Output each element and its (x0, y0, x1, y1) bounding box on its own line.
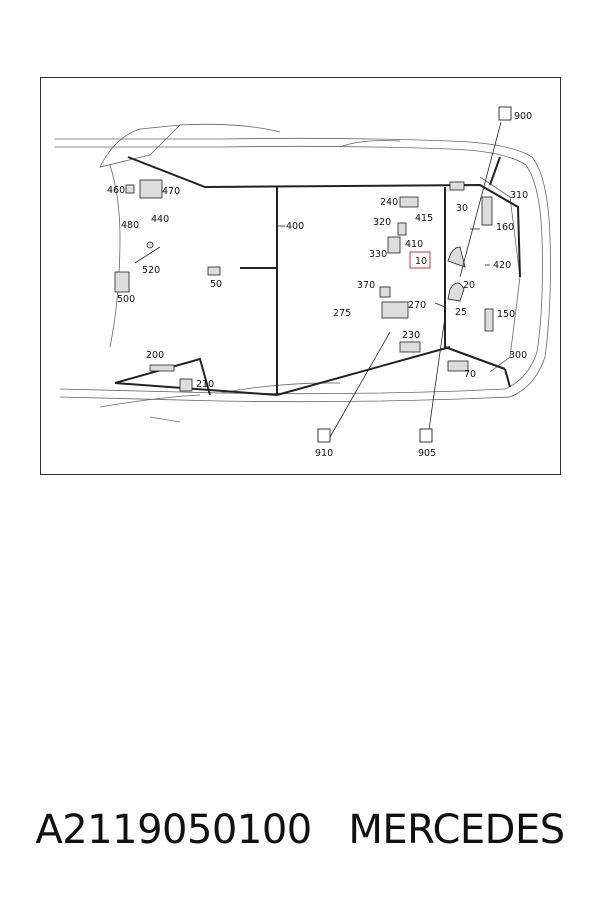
label-410: 410 (405, 239, 423, 250)
label-230: 230 (402, 330, 420, 341)
leader-lines (277, 121, 502, 438)
label-240: 240 (380, 197, 398, 208)
label-500: 500 (117, 294, 135, 305)
vehicle-wiring-diagram: 900 310 30 160 420 150 300 70 20 25 10 4… (55, 106, 551, 459)
label-200: 200 (146, 350, 164, 361)
label-905: 905 (418, 448, 436, 459)
label-25: 25 (455, 307, 467, 318)
components (114, 179, 494, 392)
label-470: 470 (162, 186, 180, 197)
label-415: 415 (415, 213, 433, 224)
highlight-box (409, 251, 431, 269)
label-460: 460 (107, 185, 125, 196)
label-50: 50 (210, 279, 222, 290)
label-400: 400 (286, 221, 304, 232)
label-275: 275 (333, 308, 351, 319)
label-160: 160 (496, 222, 514, 233)
label-310: 310 (510, 190, 528, 201)
label-30: 30 (456, 203, 468, 214)
label-420: 420 (493, 260, 511, 271)
label-440: 440 (151, 214, 169, 225)
label-910: 910 (315, 448, 333, 459)
connector-icons (317, 106, 512, 443)
harness-main-lines (114, 156, 521, 396)
label-70: 70 (464, 369, 476, 380)
label-20: 20 (463, 280, 475, 291)
brand-name: MERCEDES (348, 807, 565, 853)
label-210: 210 (196, 379, 214, 390)
label-480: 480 (121, 220, 139, 231)
label-270: 270 (408, 300, 426, 311)
label-520: 520 (142, 265, 160, 276)
label-320: 320 (373, 217, 391, 228)
label-900: 900 (514, 111, 532, 122)
caption: A2119050100 MERCEDES (0, 800, 600, 860)
label-10: 10 (415, 256, 427, 267)
label-300: 300 (509, 350, 527, 361)
label-150: 150 (497, 309, 515, 320)
label-370: 370 (357, 280, 375, 291)
callout-labels: 900 310 30 160 420 150 300 70 20 25 10 4… (107, 111, 532, 459)
label-330: 330 (369, 249, 387, 260)
part-number: A2119050100 (35, 807, 312, 853)
